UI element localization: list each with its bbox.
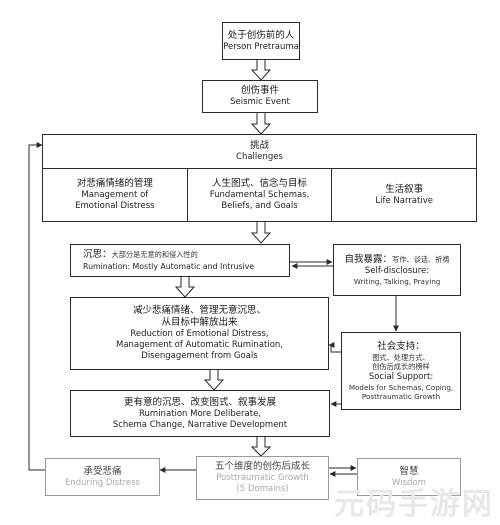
- arrow-deliberate-to-ptg: [250, 437, 272, 457]
- node-deliberate-en1: Rumination More Deliberate,: [139, 408, 261, 419]
- node-schemas-zh: 人生图式、信念与目标: [212, 178, 308, 189]
- node-social-support: 社会支持： 图式、处理方式、 创伤后成长的榜样 Social Support: …: [341, 332, 461, 410]
- node-self-disclosure-zh: 自我暴露：: [344, 253, 392, 265]
- node-social-support-zh-note1: 图式、处理方式、: [372, 352, 430, 362]
- node-rumination: 沉思：大部分是无意的和侵入性的 Rumination: Mostly Autom…: [70, 244, 290, 277]
- node-rumination-zh: 沉思：: [83, 249, 112, 260]
- node-wisdom: 智慧 Wisdom: [357, 458, 461, 496]
- node-seismic-event-en: Seismic Event: [230, 97, 290, 107]
- arrow-event-to-challenges: [250, 113, 272, 135]
- node-reduction: 减少悲痛情绪、管理无意沉思、 从目标中解放出来 Reduction of Emo…: [70, 297, 329, 370]
- node-life-narrative: 生活叙事 Life Narrative: [332, 169, 476, 221]
- node-social-support-en-note2: Posttraumatic Growth: [361, 392, 441, 401]
- node-schemas-en2: Beliefs, and Goals: [221, 201, 298, 211]
- arrow-support-to-reduction: [328, 342, 341, 353]
- node-social-support-zh-note2: 创伤后成长的榜样: [372, 362, 430, 371]
- node-seismic-event-zh: 创伤事件: [240, 85, 279, 96]
- node-social-support-zh: 社会支持：: [377, 340, 425, 352]
- node-self-disclosure: 自我暴露：写作、谈话、祈祷 Self-disclosure: Writing, …: [333, 244, 461, 296]
- node-life-narrative-zh: 生活叙事: [385, 183, 424, 195]
- node-self-disclosure-en: Self-disclosure:: [364, 265, 430, 276]
- node-enduring-distress-zh: 承受悲痛: [83, 465, 122, 477]
- node-rumination-zh-note: 大部分是无意的和侵入性的: [111, 250, 198, 259]
- node-reduction-zh2: 从目标中解放出来: [161, 317, 238, 328]
- node-ptg: 五个维度的创伤后成长 Posttraumatic Growth (5 Domai…: [196, 456, 329, 500]
- node-deliberate-zh: 更有意的沉思、改变图式、叙事发展: [123, 396, 276, 408]
- node-enduring-distress: 承受悲痛 Enduring Distress: [45, 458, 160, 496]
- node-self-disclosure-zh-note: 写作、谈话、祈祷: [392, 254, 450, 264]
- node-ptg-en: Posttraumatic Growth: [216, 473, 309, 483]
- node-emotional-distress: 对悲痛情绪的管理 Management of Emotional Distres…: [43, 169, 188, 221]
- arrow-challenges-to-rumination: [250, 222, 272, 244]
- node-challenges-zh: 挑战: [249, 140, 269, 151]
- node-challenges: 挑战 Challenges 对悲痛情绪的管理 Management of Emo…: [42, 134, 477, 222]
- node-reduction-en1: Reduction of Emotional Distress,: [130, 329, 269, 339]
- node-schemas-en1: Fundamental Schemas,: [209, 190, 310, 200]
- arrow-reduction-to-deliberate: [203, 370, 225, 391]
- node-schemas: 人生图式、信念与目标 Fundamental Schemas, Beliefs,…: [188, 169, 333, 221]
- arrow-rumination-to-reduction: [174, 277, 196, 298]
- node-enduring-distress-en: Enduring Distress: [65, 477, 140, 488]
- node-ptg-note: (5 Domains): [236, 484, 289, 494]
- node-wisdom-zh: 智慧: [399, 465, 419, 477]
- node-person-pretrauma-en: Person Pretrauma: [223, 41, 299, 52]
- node-ptg-zh: 五个维度的创伤后成长: [214, 461, 310, 472]
- node-social-support-en-note1: Models for Schemas, Coping,: [348, 382, 454, 392]
- node-emotional-distress-en1: Management of: [81, 190, 149, 200]
- node-seismic-event: 创伤事件 Seismic Event: [202, 80, 318, 113]
- node-reduction-zh1: 减少悲痛情绪、管理无意沉思、: [132, 305, 266, 316]
- node-life-narrative-en: Life Narrative: [375, 195, 433, 206]
- node-emotional-distress-zh: 对悲痛情绪的管理: [76, 178, 153, 189]
- node-self-disclosure-en-note: Writing, Talking, Praying: [353, 276, 441, 286]
- watermark: 元码手游网: [334, 487, 494, 522]
- node-reduction-en2: Management of Automatic Rumination,: [115, 340, 284, 350]
- node-wisdom-en: Wisdom: [392, 477, 426, 488]
- node-challenges-en: Challenges: [236, 152, 283, 162]
- node-person-pretrauma-zh: 处于创伤前的人: [227, 29, 295, 41]
- node-person-pretrauma: 处于创伤前的人 Person Pretrauma: [222, 22, 300, 60]
- arrow-pretrauma-to-event: [250, 60, 272, 81]
- node-reduction-en3: Disengagement from Goals: [141, 351, 258, 361]
- node-rumination-en: Rumination: Mostly Automatic and Intrusi…: [83, 262, 255, 271]
- node-social-support-en: Social Support:: [368, 371, 434, 382]
- node-emotional-distress-en2: Emotional Distress: [75, 201, 155, 211]
- node-deliberate: 更有意的沉思、改变图式、叙事发展 Rumination More Deliber…: [70, 390, 330, 437]
- node-deliberate-en2: Schema Change, Narrative Development: [112, 419, 288, 430]
